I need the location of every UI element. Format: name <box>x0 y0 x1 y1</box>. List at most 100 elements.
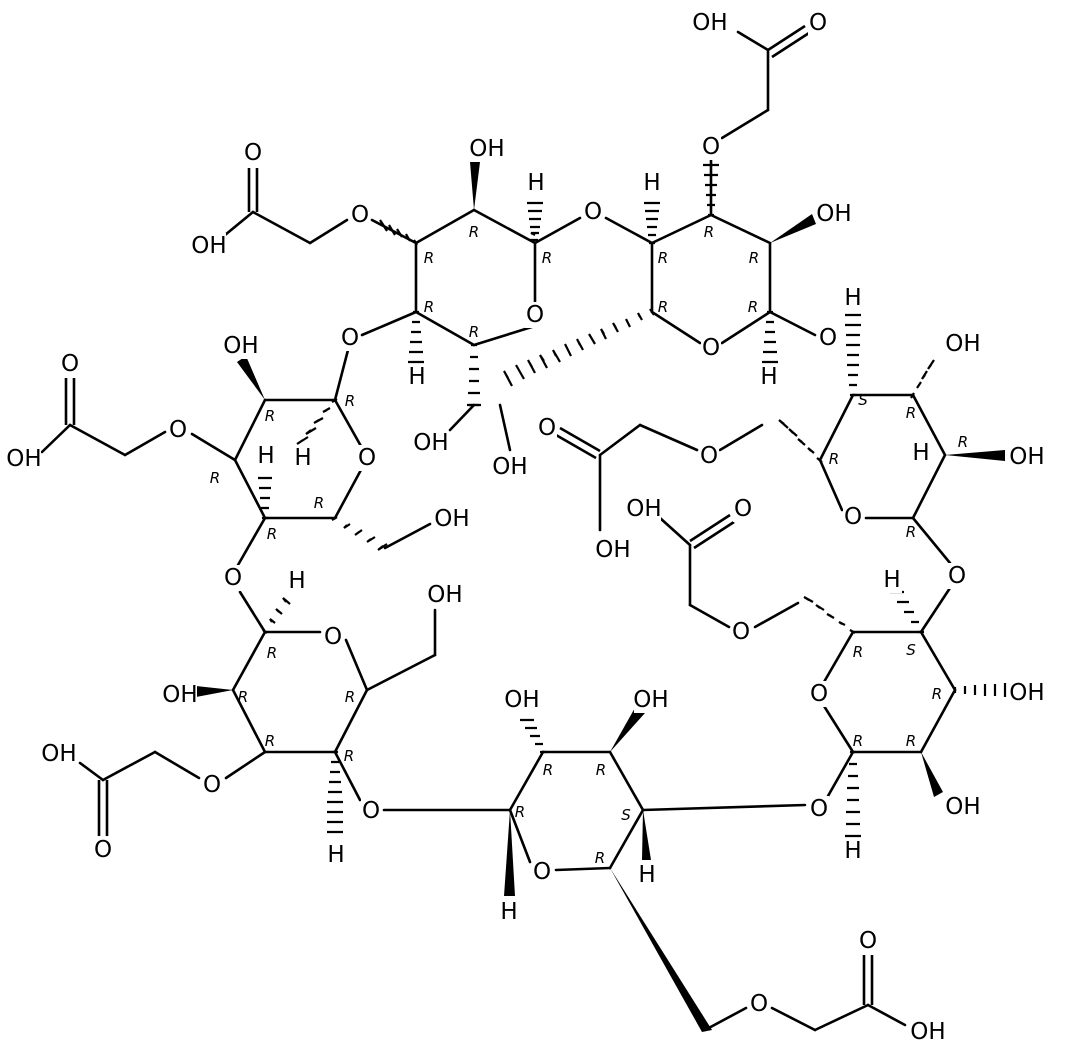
atom-label: O <box>358 445 376 471</box>
atom-label-bg <box>60 351 80 377</box>
atom-label-bg <box>817 201 851 227</box>
stereo-label: R <box>469 323 479 341</box>
atom-label: OH <box>633 687 668 713</box>
stereo-label: R <box>958 433 968 451</box>
atom-label-bg <box>168 417 188 443</box>
atom-label-bg <box>583 199 603 225</box>
atom-label: OH <box>692 10 727 36</box>
atom-label-bg <box>733 496 753 522</box>
atom-label: O <box>224 565 242 591</box>
stereo-label: S <box>858 391 868 409</box>
stereo-label: R <box>345 688 355 706</box>
atom-label: OH <box>41 741 76 767</box>
atom-label: O <box>324 624 342 650</box>
atom-label-bg <box>911 440 931 466</box>
atom-label: O <box>351 202 369 228</box>
atom-label: OH <box>910 1019 945 1045</box>
atom-label: OH <box>945 794 980 820</box>
atom-label: H <box>638 862 655 888</box>
atom-label: H <box>327 842 344 868</box>
atom-label-bg <box>946 794 980 820</box>
atom-label: OH <box>162 682 197 708</box>
stereo-label: R <box>238 688 248 706</box>
atom-label: O <box>859 928 877 954</box>
atom-label: OH <box>6 446 41 472</box>
atom-label-bg <box>911 1019 945 1045</box>
stereo-label: R <box>210 469 220 487</box>
stereo-label: R <box>906 732 916 750</box>
atom-label-bg <box>7 446 41 472</box>
atom-label: H <box>408 364 425 390</box>
stereo-label: S <box>906 641 916 659</box>
atom-label: O <box>702 335 720 361</box>
atom-label-bg <box>357 445 377 471</box>
atom-label: O <box>702 134 720 160</box>
stereo-label: R <box>265 407 275 425</box>
stereo-label: R <box>595 849 605 867</box>
atom-label-bg <box>701 134 721 160</box>
atom-label-bg <box>287 568 307 594</box>
atom-label-bg <box>637 862 657 888</box>
atom-label: O <box>810 681 828 707</box>
atom-label: O <box>819 325 837 351</box>
atom-label-bg <box>293 445 313 471</box>
atom-label: OH <box>595 537 630 563</box>
bonds-layer <box>40 24 957 1032</box>
atom-label: OH <box>1009 680 1044 706</box>
stereo-label: R <box>267 525 277 543</box>
atom-label-bg <box>202 772 222 798</box>
stereo-label: R <box>424 298 434 316</box>
atom-label: O <box>810 796 828 822</box>
stereo-label: R <box>345 392 355 410</box>
stereo-label: R <box>853 732 863 750</box>
atom-label: H <box>760 364 777 390</box>
atom-label-bg <box>537 415 557 441</box>
stereo-label: R <box>344 747 354 765</box>
atom-label: OH <box>816 201 851 227</box>
atom-label-bg <box>596 537 630 563</box>
atom-label: O <box>203 772 221 798</box>
stereo-label: R <box>314 494 324 512</box>
atom-label-bg <box>414 430 448 456</box>
atom-label: H <box>912 440 929 466</box>
wedge-bonds-layer <box>196 162 1005 1032</box>
atom-label: O <box>734 496 752 522</box>
atom-label-bg <box>93 837 113 863</box>
atom-label: O <box>169 417 187 443</box>
atom-label-bg <box>499 899 519 925</box>
atom-label: H <box>257 443 274 469</box>
stereo-label: R <box>906 523 916 541</box>
atom-label-bg <box>858 928 878 954</box>
atom-label: H <box>883 567 900 593</box>
atom-label: OH <box>434 506 469 532</box>
atom-label: O <box>94 837 112 863</box>
hashed-bonds-layer <box>258 163 1007 838</box>
atom-label-bg <box>809 796 829 822</box>
atom-label-bg <box>428 582 462 608</box>
atom-label-bg <box>843 285 863 311</box>
stereo-label: R <box>267 644 277 662</box>
atom-label-bg <box>701 335 721 361</box>
atom-label-bg <box>693 10 727 36</box>
stereo-label: S <box>621 806 631 824</box>
atom-label-bg <box>818 325 838 351</box>
atom-label-bg <box>749 991 769 1017</box>
atom-label-bg <box>256 443 276 469</box>
atom-label: O <box>244 140 262 166</box>
atom-label: O <box>362 798 380 824</box>
atom-label-bg <box>493 454 527 480</box>
stereo-label: R <box>748 298 758 316</box>
atom-label: O <box>700 443 718 469</box>
atom-label-bg <box>163 682 197 708</box>
atom-label-bg <box>407 364 427 390</box>
atom-label: O <box>844 504 862 530</box>
atom-label-bg <box>526 170 546 196</box>
atom-label-bg <box>1010 680 1044 706</box>
atom-label-bg <box>42 741 76 767</box>
stereo-label: R <box>829 450 839 468</box>
atom-label: H <box>844 285 861 311</box>
atom-label: H <box>643 170 660 196</box>
atom-label-bg <box>731 619 751 645</box>
